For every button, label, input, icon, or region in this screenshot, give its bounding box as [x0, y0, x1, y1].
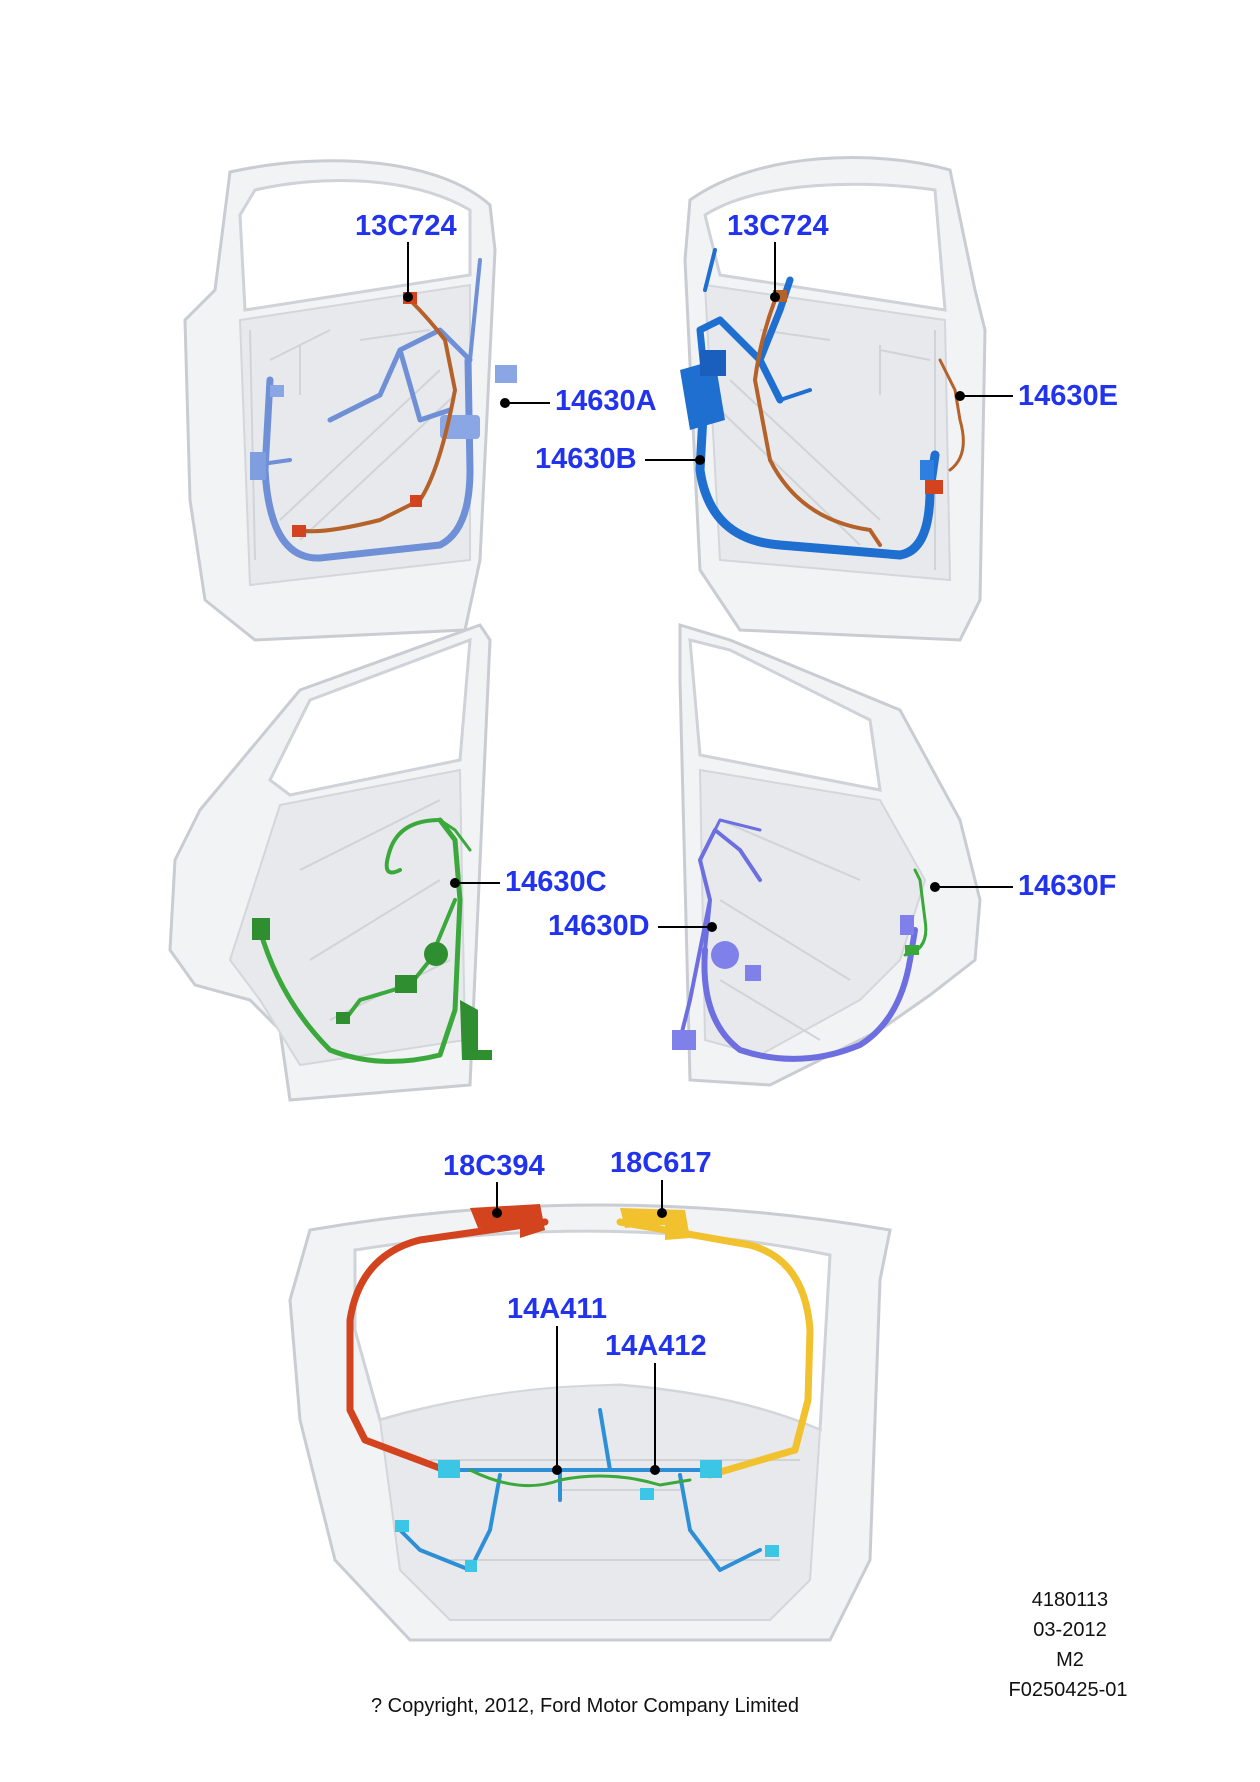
- drawing-info: 4180113 03-2012 M2 F0250425-01: [1009, 1589, 1128, 1701]
- callout-tailgate-right: 18C617: [610, 1147, 712, 1218]
- tailgate: [288, 1203, 892, 1642]
- info-line-4: F0250425-01: [1009, 1679, 1128, 1701]
- rear-left-door: [168, 623, 492, 1102]
- info-line-3: M2: [1056, 1649, 1084, 1671]
- rear-right-harness: [672, 818, 928, 1062]
- callout-label: 14630B: [535, 443, 637, 475]
- callout-label: 13C724: [355, 210, 457, 242]
- callout-label: 13C724: [727, 210, 829, 242]
- info-line-1: 4180113: [1032, 1589, 1108, 1611]
- callout-label: 14630D: [548, 910, 650, 942]
- callout-label: 18C394: [443, 1150, 545, 1182]
- callout-label: 14A412: [605, 1330, 707, 1362]
- rear-right-door: [678, 622, 982, 1087]
- info-line-2: 03-2012: [1033, 1619, 1106, 1641]
- callout-label: 18C617: [610, 1147, 712, 1179]
- callout-rear-right-harness: 14630D: [548, 910, 717, 942]
- front-left-door: [183, 159, 497, 642]
- callout-tailgate-left: 18C394: [443, 1150, 545, 1218]
- callout-label: 14630C: [505, 866, 607, 898]
- callout-tailgate-center-b: 14A412: [605, 1330, 707, 1475]
- front-right-harness: [680, 248, 965, 560]
- callout-tailgate-center-a: 14A411: [507, 1293, 607, 1475]
- callout-front-right-aux: 14630E: [955, 380, 1118, 412]
- rear-left-harness: [252, 817, 492, 1064]
- callout-front-right-mirror: 13C724: [727, 210, 829, 302]
- callout-label: 14630F: [1018, 870, 1116, 902]
- callout-front-right-harness: 14630B: [535, 443, 705, 475]
- callout-label: 14A411: [507, 1293, 607, 1325]
- front-right-door: [683, 156, 987, 642]
- front-left-harness: [250, 258, 517, 562]
- callout-front-left-harness: 14630A: [500, 385, 657, 417]
- callout-label: 14630A: [555, 385, 657, 417]
- callout-rear-right-aux: 14630F: [930, 870, 1116, 902]
- copyright-notice: ? Copyright, 2012, Ford Motor Company Li…: [371, 1695, 799, 1717]
- tailgate-harness: [346, 1204, 814, 1572]
- callout-front-left-mirror: 13C724: [355, 210, 457, 302]
- callout-label: 14630E: [1018, 380, 1118, 412]
- callout-rear-left-harness: 14630C: [450, 866, 607, 898]
